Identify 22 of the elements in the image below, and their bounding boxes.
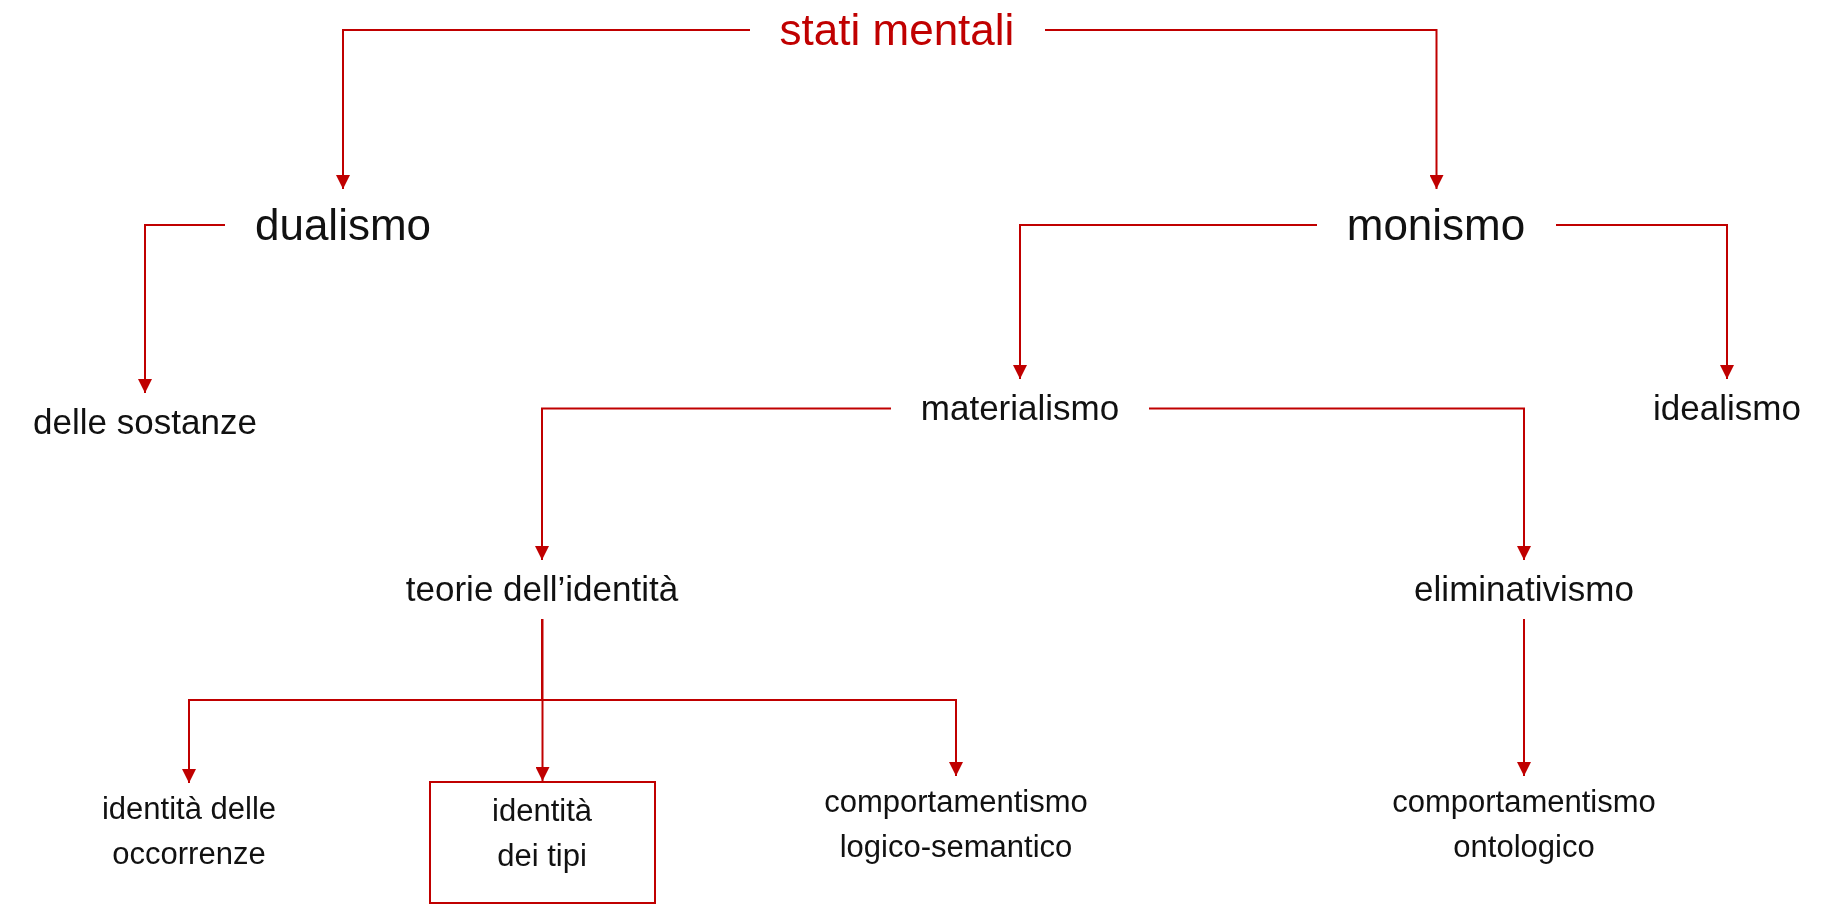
category-label: stati mentali	[749, 0, 1045, 66]
arrow	[1013, 224, 1318, 380]
category-label: teorie dell’identità	[375, 559, 709, 619]
category-label: delle sostanze	[3, 392, 287, 452]
arrow	[138, 224, 226, 394]
category-label: eliminativismo	[1384, 559, 1664, 619]
category-label: materialismo	[890, 378, 1150, 438]
category-label: comportamentismo ontologico	[1344, 776, 1704, 874]
arrow	[336, 29, 751, 190]
category-label: idealismo	[1623, 378, 1831, 438]
category-label: identità delle occorrenze	[34, 783, 344, 881]
category-label: dualismo	[224, 189, 462, 261]
arrow	[1517, 618, 1531, 777]
arrow	[535, 407, 892, 561]
arrow	[541, 618, 963, 777]
category-label: monismo	[1316, 189, 1556, 261]
arrow	[535, 618, 550, 782]
arrow	[1044, 29, 1444, 190]
arrow	[1555, 224, 1734, 380]
category-box: identità dei tipi	[428, 781, 656, 904]
category-label: comportamentismo logico-semantico	[776, 776, 1136, 874]
arrow	[1148, 407, 1531, 561]
